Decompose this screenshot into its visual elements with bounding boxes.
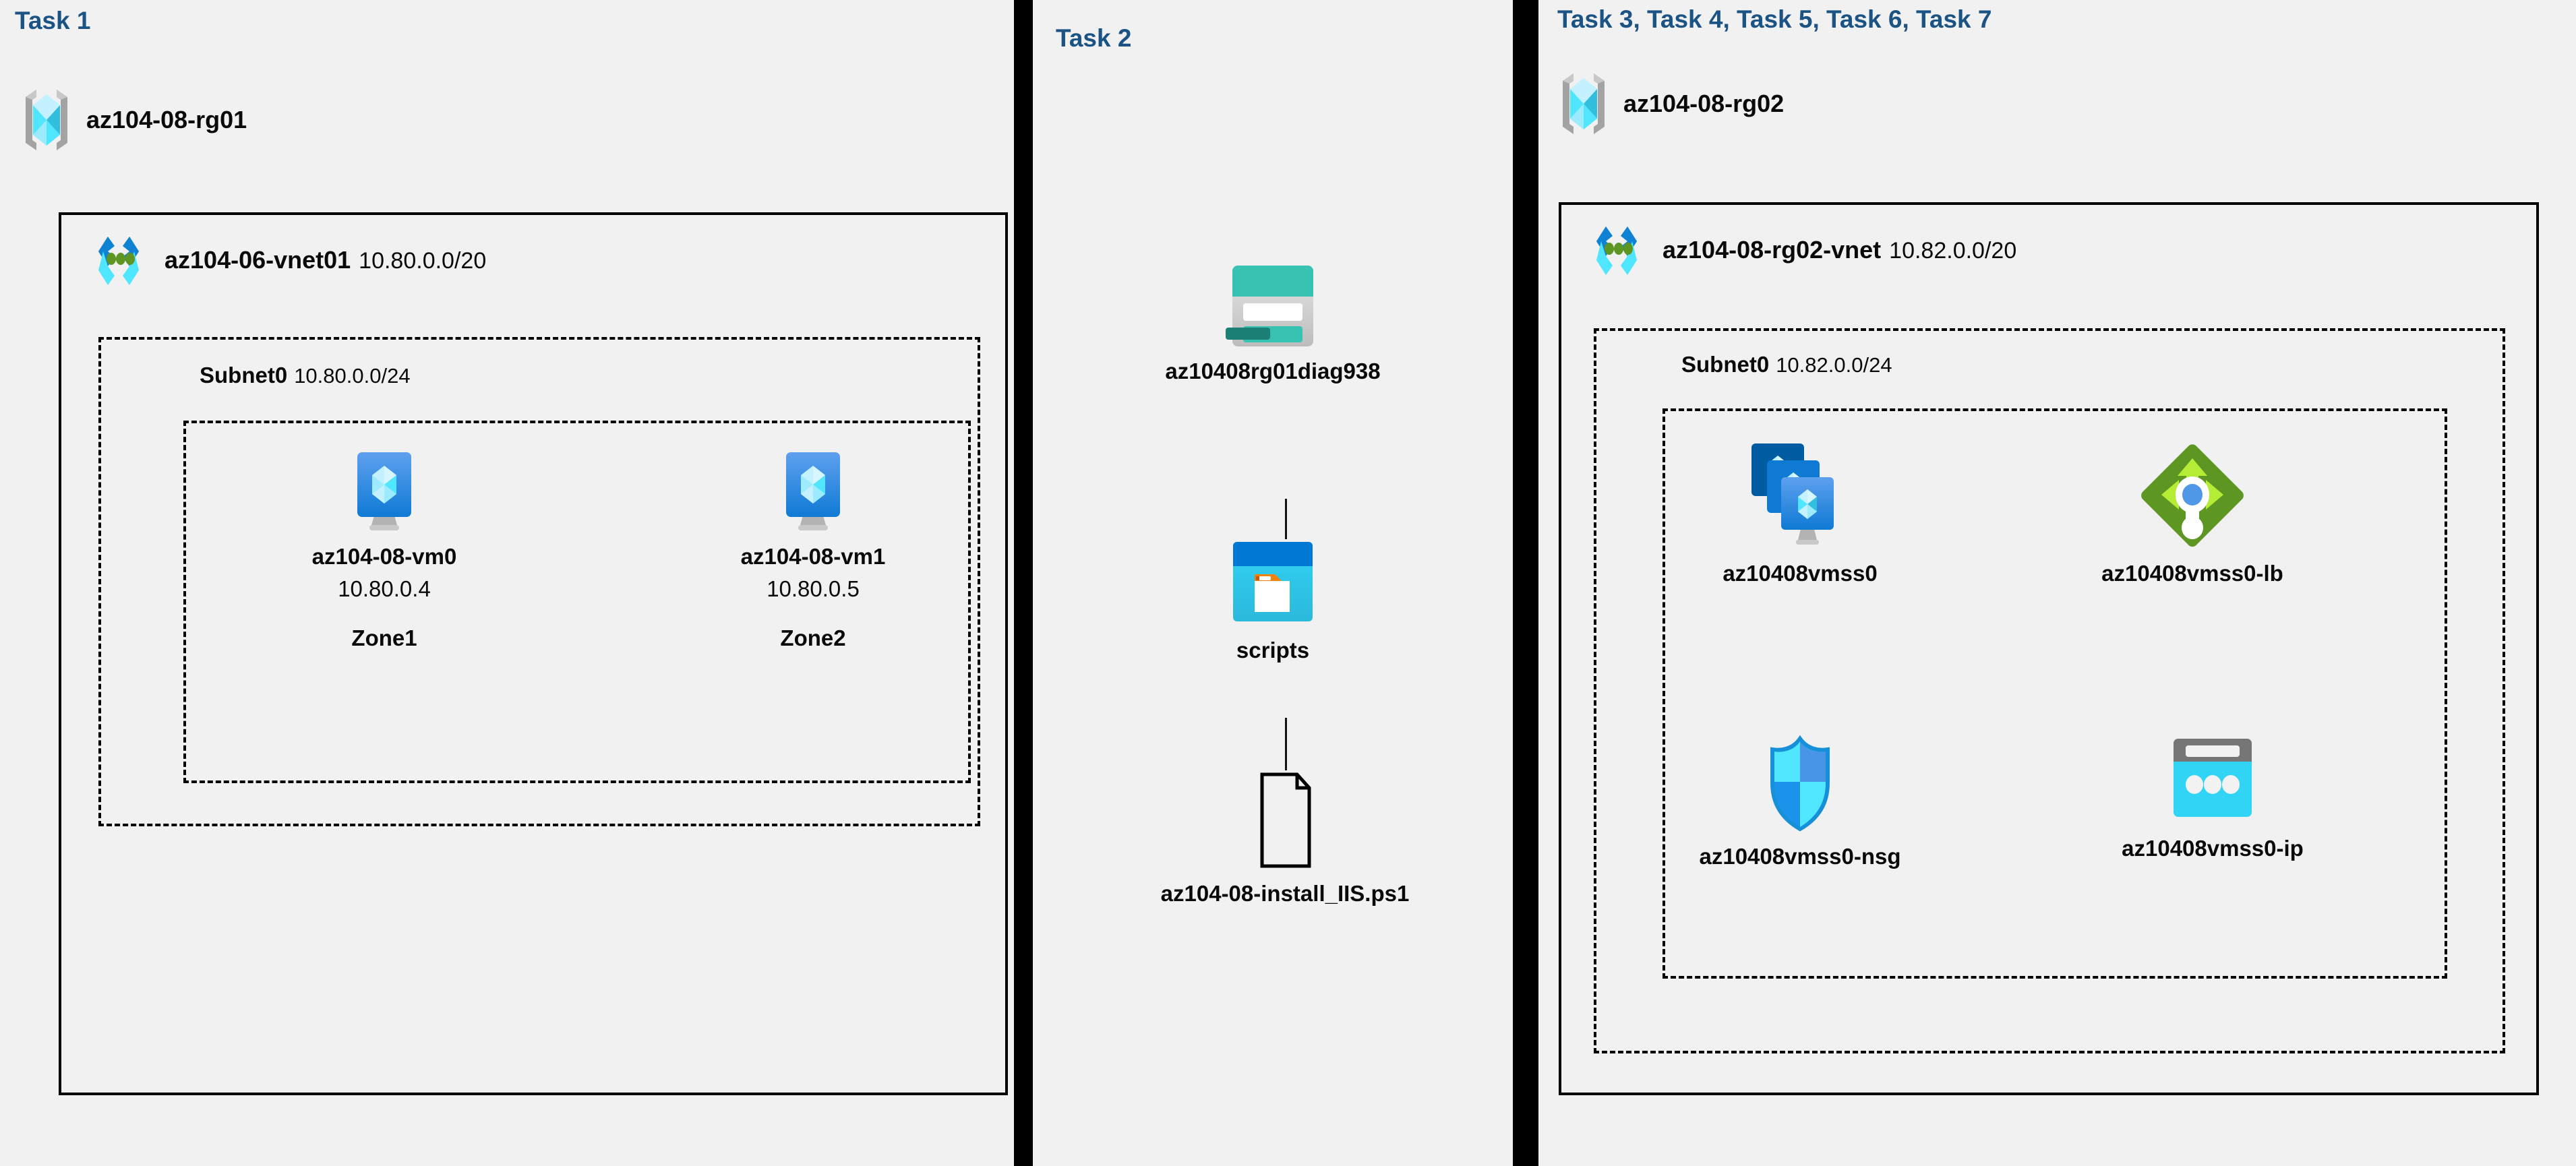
node-zone: Zone1 — [351, 625, 417, 650]
panel-task-1: Task 1 az104-08-rg01 — [0, 0, 1014, 1166]
node-az10408vmss0-nsg[interactable]: az10408vmss0-nsg — [1665, 735, 1935, 870]
subnet-label: Subnet0 10.82.0.0/24 — [1681, 352, 1892, 377]
connector-storage-to-share — [1285, 499, 1287, 539]
node-label: az10408vmss0 — [1723, 561, 1878, 586]
node-label: az10408vmss0-lb — [2101, 561, 2283, 586]
panel-task-3-7: Task 3, Task 4, Task 5, Task 6, Task 7 — [1538, 0, 2576, 1166]
subnet-name: Subnet0 — [1681, 352, 1770, 377]
node-az10408vmss0[interactable]: az10408vmss0 — [1665, 438, 1935, 587]
resource-group-label: az104-08-rg01 — [86, 106, 247, 133]
panel-divider-1 — [1014, 0, 1033, 1166]
resource-group-az104-08-rg02: az104-08-rg02 — [1559, 71, 1784, 136]
node-zone: Zone2 — [780, 625, 846, 650]
node-scripts[interactable]: scripts — [1204, 539, 1342, 664]
vnet-cidr: 10.82.0.0/20 — [1889, 238, 2017, 264]
node-ip: 10.80.0.4 — [338, 576, 431, 601]
node-az104-08-install-iis-ps1[interactable]: az104-08-install_IIS.ps1 — [1161, 770, 1409, 907]
subnet-name: Subnet0 — [200, 363, 288, 388]
storage-account-band-dark — [1226, 328, 1270, 340]
resource-group-icon — [22, 88, 71, 152]
virtual-machine-icon — [775, 448, 851, 534]
load-balancer-icon — [2133, 438, 2252, 551]
node-label: az10408rg01diag938 — [1165, 359, 1381, 383]
script-file-icon — [1246, 770, 1324, 871]
virtual-network-icon — [88, 233, 150, 288]
node-az104-08-vm1[interactable]: az104-08-vm1 10.80.0.5 Zone2 — [732, 448, 894, 651]
subnet-box-subnet0 — [98, 337, 980, 826]
vnet-header-az104-06-vnet01: az104-06-vnet01 10.80.0.0/20 — [88, 233, 486, 288]
virtual-network-icon — [1586, 222, 1648, 278]
file-share-icon — [1226, 539, 1319, 628]
task-2-title: Task 2 — [1056, 24, 1132, 52]
subnet-label: Subnet0 10.80.0.0/24 — [200, 363, 411, 388]
node-label: az104-08-vm0 — [311, 544, 457, 569]
task-1-title: Task 1 — [15, 7, 91, 34]
virtual-machine-icon — [347, 448, 422, 534]
network-security-group-icon — [1755, 735, 1845, 834]
vnet-label: az104-08-rg02-vnet — [1663, 236, 1882, 264]
node-label: scripts — [1236, 638, 1310, 663]
node-az10408rg01diag938[interactable]: az10408rg01diag938 — [1165, 263, 1381, 385]
panel-divider-2 — [1513, 0, 1538, 1166]
vnet-label: az104-06-vnet01 — [164, 246, 351, 274]
vnet-cidr: 10.80.0.0/20 — [359, 248, 487, 274]
subnet-cidr: 10.80.0.0/24 — [294, 364, 411, 388]
subnet-cidr: 10.82.0.0/24 — [1776, 353, 1892, 377]
node-az10408vmss0-lb[interactable]: az10408vmss0-lb — [2051, 438, 2334, 587]
vnet-box-az104-08-rg02-vnet — [1559, 202, 2539, 1095]
resource-group-icon — [1559, 71, 1609, 136]
vm-scale-set-icon — [1739, 438, 1861, 551]
node-ip: 10.80.0.5 — [767, 576, 860, 601]
task-3-7-title: Task 3, Task 4, Task 5, Task 6, Task 7 — [1557, 5, 1992, 33]
subnet-box-subnet0 — [1594, 328, 2505, 1053]
availability-zones-box — [183, 421, 971, 783]
vnet-header-az104-08-rg02-vnet: az104-08-rg02-vnet 10.82.0.0/20 — [1586, 222, 2016, 278]
resource-group-az104-08-rg01: az104-08-rg01 — [22, 88, 247, 152]
vnet-box-az104-06-vnet01 — [59, 212, 1008, 1095]
public-ip-address-icon — [2164, 735, 2261, 826]
resource-group-label: az104-08-rg02 — [1623, 90, 1785, 117]
node-label: az10408vmss0-ip — [2122, 836, 2304, 861]
node-az104-08-vm0[interactable]: az104-08-vm0 10.80.0.4 Zone1 — [303, 448, 465, 651]
node-az10408vmss0-ip[interactable]: az10408vmss0-ip — [2071, 735, 2354, 862]
panel-task-2: Task 2 az10408rg01diag938 — [1033, 0, 1513, 1166]
node-label: az104-08-install_IIS.ps1 — [1160, 881, 1410, 906]
resources-group-box — [1663, 408, 2447, 979]
node-label: az10408vmss0-nsg — [1699, 844, 1901, 869]
node-label: az104-08-vm1 — [740, 544, 886, 569]
connector-share-to-script — [1285, 718, 1287, 770]
